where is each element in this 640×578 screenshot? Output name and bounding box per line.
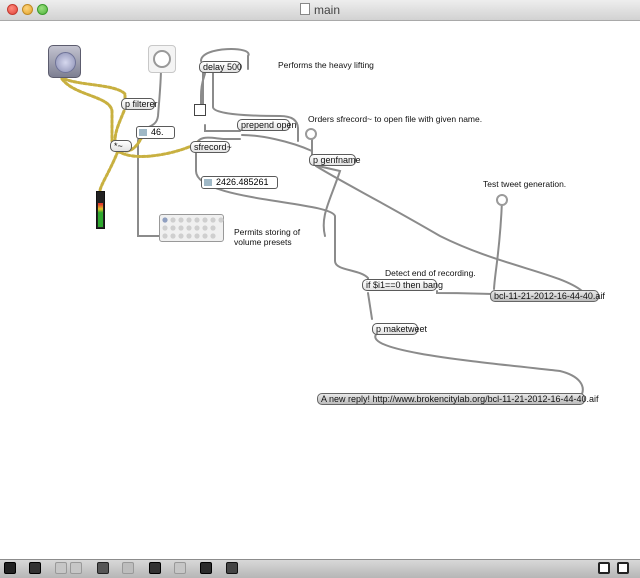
comment-test-tweet: Test tweet generation. [483,179,567,189]
open-file-bang[interactable] [305,128,317,140]
hierarchy-icon[interactable] [226,562,238,574]
gain-number-box[interactable]: 46. [136,126,175,139]
reply-message[interactable]: A new reply! http://www.brokencitylab.or… [317,393,598,405]
patcher-icon[interactable] [70,562,82,574]
time-value: 2426.485261 [216,177,269,187]
maketweet-object[interactable]: p maketweet [372,323,427,335]
debug-icon[interactable] [200,562,212,574]
prepend-object[interactable]: prepend open [237,119,297,131]
document-icon [299,3,310,15]
close-window-button[interactable] [7,4,18,15]
display-icon[interactable] [97,562,109,574]
preset-grid[interactable] [159,214,224,242]
microphone-icon [55,52,76,73]
sidebar-right-icon[interactable] [617,562,629,574]
lock-icon[interactable] [4,562,16,574]
microphone-adc-object[interactable] [48,45,81,78]
zoom-window-button[interactable] [37,4,48,15]
if-object[interactable]: if $i1==0 then bang [362,279,443,291]
level-meter [96,191,105,229]
patcher-canvas[interactable]: p filterer delay 500 prepend open 46. *~… [0,21,640,559]
presentation-icon[interactable] [29,562,41,574]
speaker-icon [153,50,171,68]
number-box-triangle [139,129,147,136]
sidebar-left-icon[interactable] [598,562,610,574]
info-icon[interactable] [122,562,134,574]
filename-message[interactable]: bcl-11-21-2012-16-44-40.aif [490,290,605,302]
delay-object[interactable]: delay 500 [199,61,242,73]
test-tweet-bang[interactable] [496,194,508,206]
number-box-triangle [204,179,212,186]
filterer-object[interactable]: p filterer [121,98,158,110]
genfname-object[interactable]: p genfname [309,154,361,166]
time-number-box[interactable]: 2426.485261 [201,176,278,189]
window-title: main [0,3,640,17]
comment-presets: Permits storing of volume presets [234,227,301,247]
patcher-toolbar [0,559,640,578]
multiply-signal-object[interactable]: *~ [110,140,132,152]
minimize-window-button[interactable] [22,4,33,15]
comment-detect-end: Detect end of recording. [385,268,476,278]
preset-slots [162,217,224,239]
grid-icon[interactable] [174,562,186,574]
gain-value: 46. [151,127,164,137]
window-title-text: main [313,3,340,17]
new-object-icon[interactable] [55,562,67,574]
patch-cords [58,48,584,395]
sfrecord-object[interactable]: sfrecord~ [190,141,232,153]
comment-heavy-lifting: Performs the heavy lifting [278,60,374,70]
window-titlebar: main [0,0,640,21]
comment-orders-sfrecord: Orders sfrecord~ to open file with given… [308,114,483,124]
toggle-object[interactable] [194,104,206,116]
connect-icon[interactable] [149,562,161,574]
speaker-dac-object[interactable] [148,45,176,73]
meter-fill [98,203,103,227]
